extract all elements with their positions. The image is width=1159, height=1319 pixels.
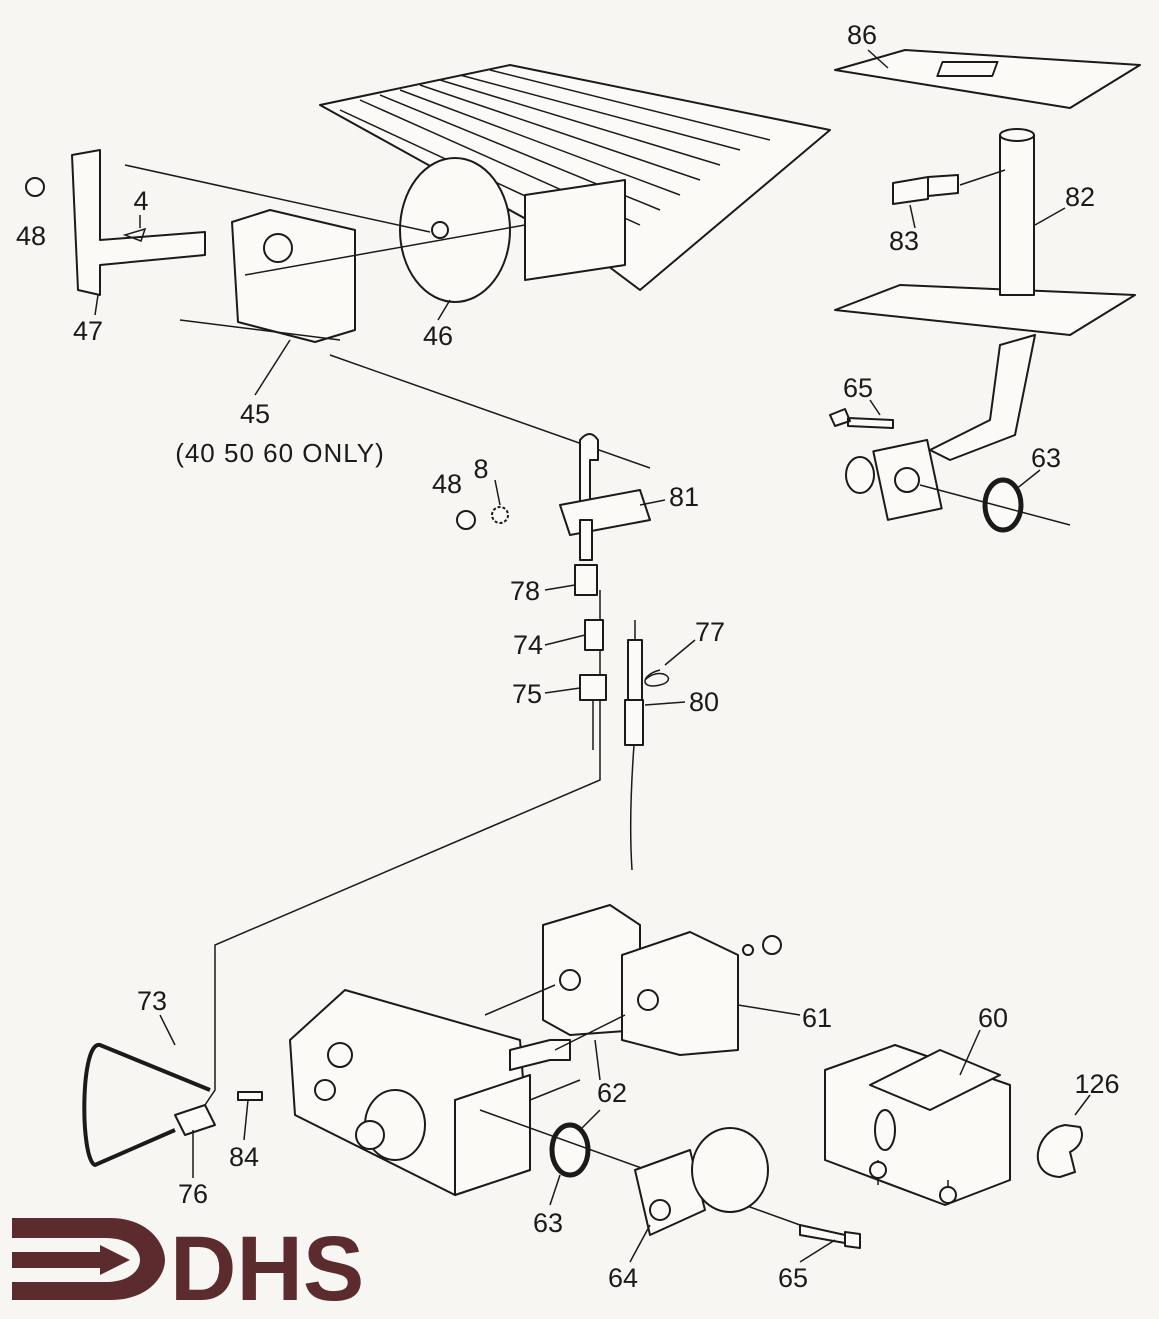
burner-assembly <box>319 64 831 303</box>
label-60: 60 <box>978 1003 1008 1033</box>
injector-74 <box>584 619 604 651</box>
dhs-logo: DHS <box>12 1218 364 1319</box>
solenoid-61 <box>542 904 782 1056</box>
logo-text: DHS <box>170 1218 364 1319</box>
electrode-80 <box>624 620 670 871</box>
nut-48 <box>25 177 45 197</box>
cover-box-60 <box>824 1044 1011 1206</box>
label-48: 48 <box>16 221 46 251</box>
label-64: 64 <box>608 1263 638 1293</box>
label-45: 45 <box>240 399 270 429</box>
o-ring-63b <box>549 1122 591 1178</box>
label-62: 62 <box>597 1078 627 1108</box>
label-80: 80 <box>689 687 719 717</box>
label-61: 61 <box>802 1003 832 1033</box>
label-63b: 63 <box>533 1208 563 1238</box>
bracket-47 <box>71 149 206 296</box>
label-8: 8 <box>473 454 488 484</box>
clip-126 <box>1036 1124 1083 1178</box>
model-note: (40 50 60 ONLY) <box>175 438 385 468</box>
label-47: 47 <box>73 316 103 346</box>
gas-valve <box>289 989 571 1196</box>
label-75: 75 <box>512 679 542 709</box>
wing-nut-4 <box>122 227 147 242</box>
screw-65b <box>799 1224 861 1249</box>
label-83: 83 <box>889 226 919 256</box>
jet-83 <box>892 174 959 205</box>
label-46: 46 <box>423 321 453 351</box>
label-81: 81 <box>669 482 699 512</box>
connector-76 <box>174 1104 216 1136</box>
nut-75 <box>579 674 607 701</box>
label-76: 76 <box>178 1179 208 1209</box>
outlet-fitting-64 <box>634 1127 769 1236</box>
label-4: 4 <box>133 186 148 216</box>
pin-84 <box>237 1091 263 1101</box>
label-63: 63 <box>1031 443 1061 473</box>
label-48b: 48 <box>432 469 462 499</box>
gasket-86 <box>834 49 1141 109</box>
pilot-tube-73 <box>82 1043 211 1168</box>
screw-65 <box>829 408 894 429</box>
burner-tube-82 <box>834 128 1136 521</box>
label-65b: 65 <box>778 1263 808 1293</box>
label-82: 82 <box>1065 182 1095 212</box>
label-86: 86 <box>847 20 877 50</box>
label-77: 77 <box>695 617 725 647</box>
label-78: 78 <box>510 576 540 606</box>
label-73: 73 <box>137 986 167 1016</box>
shield-45 <box>231 209 356 343</box>
label-84: 84 <box>229 1142 259 1172</box>
o-ring-63 <box>982 477 1024 533</box>
label-65: 65 <box>843 373 873 403</box>
pilot-assembly-81 <box>456 433 651 596</box>
label-126: 126 <box>1074 1069 1119 1099</box>
label-74: 74 <box>513 630 543 660</box>
